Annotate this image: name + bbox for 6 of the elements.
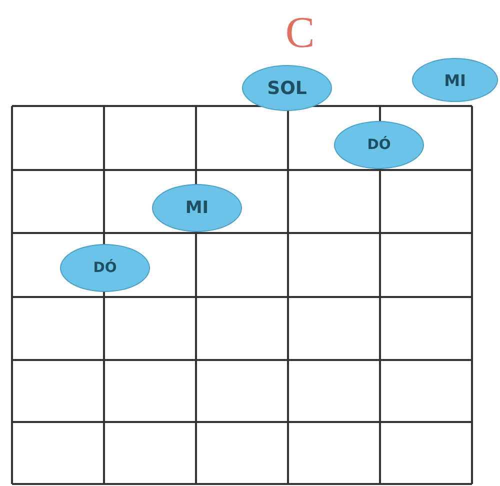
note-marker: DÓ: [60, 244, 150, 292]
chord-title: C: [284, 8, 316, 58]
note-marker: MI: [152, 184, 242, 232]
note-marker: MI: [412, 58, 498, 102]
note-marker: SOL: [242, 65, 332, 111]
note-marker: DÓ: [334, 121, 424, 169]
